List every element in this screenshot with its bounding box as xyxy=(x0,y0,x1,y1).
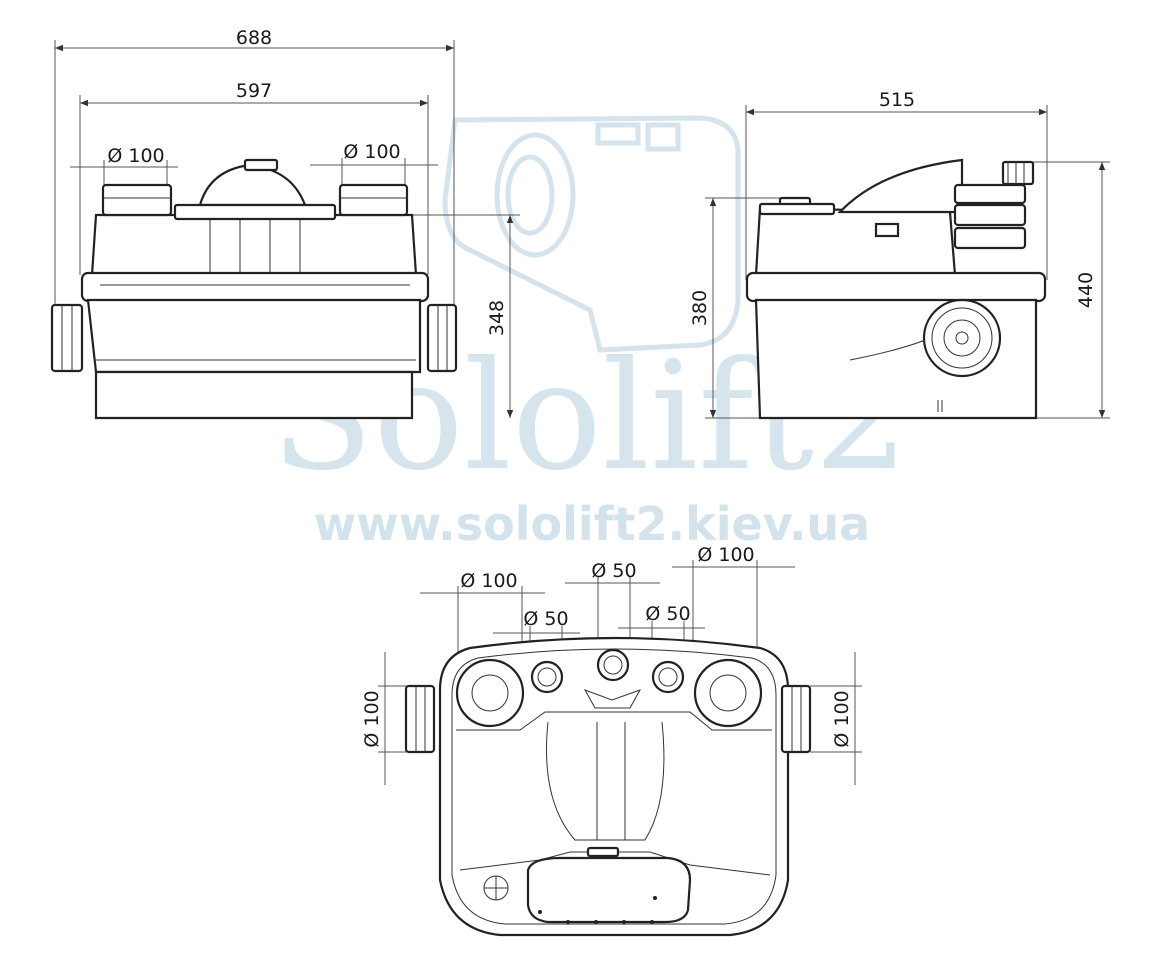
dim-inlet-right: Ø 100 xyxy=(343,141,400,163)
dim-outlet-height: 380 xyxy=(689,290,711,326)
watermark-url: www.sololift2.kiev.ua xyxy=(314,497,870,551)
dim-inlet-height: 348 xyxy=(486,300,508,336)
dim-side-inlet-left: Ø 100 xyxy=(361,690,383,747)
dim-small-inlet-left: Ø 50 xyxy=(523,608,568,630)
top-body xyxy=(404,636,812,937)
watermark-product-outline xyxy=(442,115,741,353)
dim-overall-height: 440 xyxy=(1075,272,1097,308)
front-view: 688 597 Ø 100 Ø 100 348 xyxy=(50,27,520,420)
dim-top-inlet-right: Ø 100 xyxy=(697,544,754,566)
top-view: Ø 100 Ø 50 Ø 100 Ø 50 Ø 50 Ø 100 Ø 100 xyxy=(361,544,862,937)
front-body xyxy=(50,158,458,420)
side-view: 515 380 440 xyxy=(689,89,1110,420)
side-body xyxy=(745,158,1047,420)
dim-depth: 515 xyxy=(879,89,915,111)
dim-side-inlet-right: Ø 100 xyxy=(831,690,853,747)
dim-inlet-left: Ø 100 xyxy=(107,145,164,167)
dim-top-inlet-center: Ø 50 xyxy=(591,560,636,582)
dim-overall-width: 688 xyxy=(236,27,272,49)
dim-body-width: 597 xyxy=(236,80,272,102)
dim-small-inlet-right: Ø 50 xyxy=(645,603,690,625)
dim-top-inlet-left: Ø 100 xyxy=(460,570,517,592)
